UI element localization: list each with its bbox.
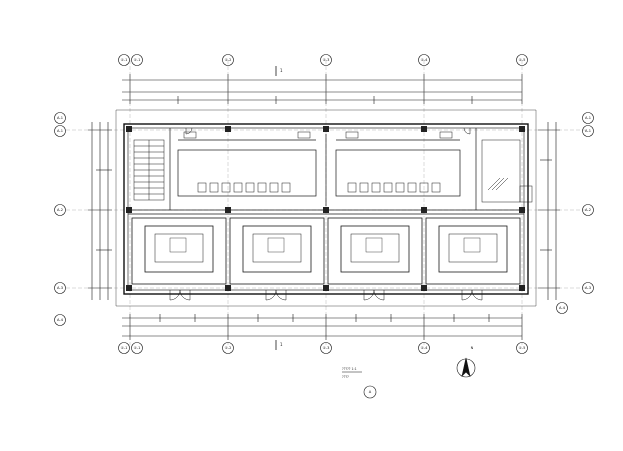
bubble-bottom-2: ①-1 [134, 346, 141, 350]
bubble-bottom-3: ①-2 [225, 346, 232, 350]
right-dimension-lines [538, 122, 560, 300]
bubble-left-5: A-4 [57, 318, 64, 322]
drawing-title: ????? 1:1 ???? [342, 367, 362, 379]
bubble-top-3: ①-2 [225, 58, 232, 62]
bubble-top-5: ①-4 [421, 58, 429, 62]
bubble-right-2: A-1 [585, 129, 591, 133]
bubble-top-6: ①-5 [519, 58, 526, 62]
title-line-1: ????? 1:1 [342, 367, 357, 371]
left-dimension-lines [88, 122, 112, 300]
title-line-2: ???? [342, 375, 349, 379]
bubble-left-4: A-3 [57, 286, 63, 290]
bubble-bottom-5: ①-4 [421, 346, 429, 350]
left-stair [133, 139, 165, 201]
upper-section [128, 128, 524, 215]
north-label: N [471, 346, 474, 350]
bubble-bottom-4: ①-3 [323, 346, 330, 350]
site-lines [115, 109, 537, 307]
section-mark-bottom: 1 [280, 342, 283, 347]
bubble-labels: ①-1 ①-1 ①-2 ①-3 ①-4 ①-5 ①-1 ①-1 ①-2 ①-3 … [57, 58, 591, 394]
bubble-top-2: ①-1 [134, 58, 141, 62]
axis-bubbles [54, 54, 594, 399]
section-mark-top: 1 [280, 68, 283, 73]
bubble-bottom-1: ①-1 [121, 346, 128, 350]
bubble-bottom-6: ①-5 [519, 346, 526, 350]
doors [169, 127, 483, 301]
right-stair [481, 139, 533, 203]
bubble-right-1: A-1 [585, 116, 591, 120]
north-arrow-icon [456, 357, 476, 378]
top-dimension-lines [122, 74, 523, 104]
bubble-right-5: A-4 [559, 306, 566, 310]
lower-rooms [131, 217, 521, 285]
bubble-top-4: ①-3 [323, 58, 330, 62]
upper-seating [183, 131, 453, 193]
bottom-dimension-lines [122, 314, 523, 340]
bubble-right-3: A-2 [585, 208, 591, 212]
detail-bubble: A [369, 390, 372, 394]
bubble-left-3: A-2 [57, 208, 63, 212]
bubble-left-1: A-1 [57, 116, 63, 120]
bubble-right-4: A-3 [585, 286, 591, 290]
bubble-top-1: ①-1 [121, 58, 128, 62]
bubble-left-2: A-1 [57, 129, 63, 133]
columns [126, 126, 525, 291]
